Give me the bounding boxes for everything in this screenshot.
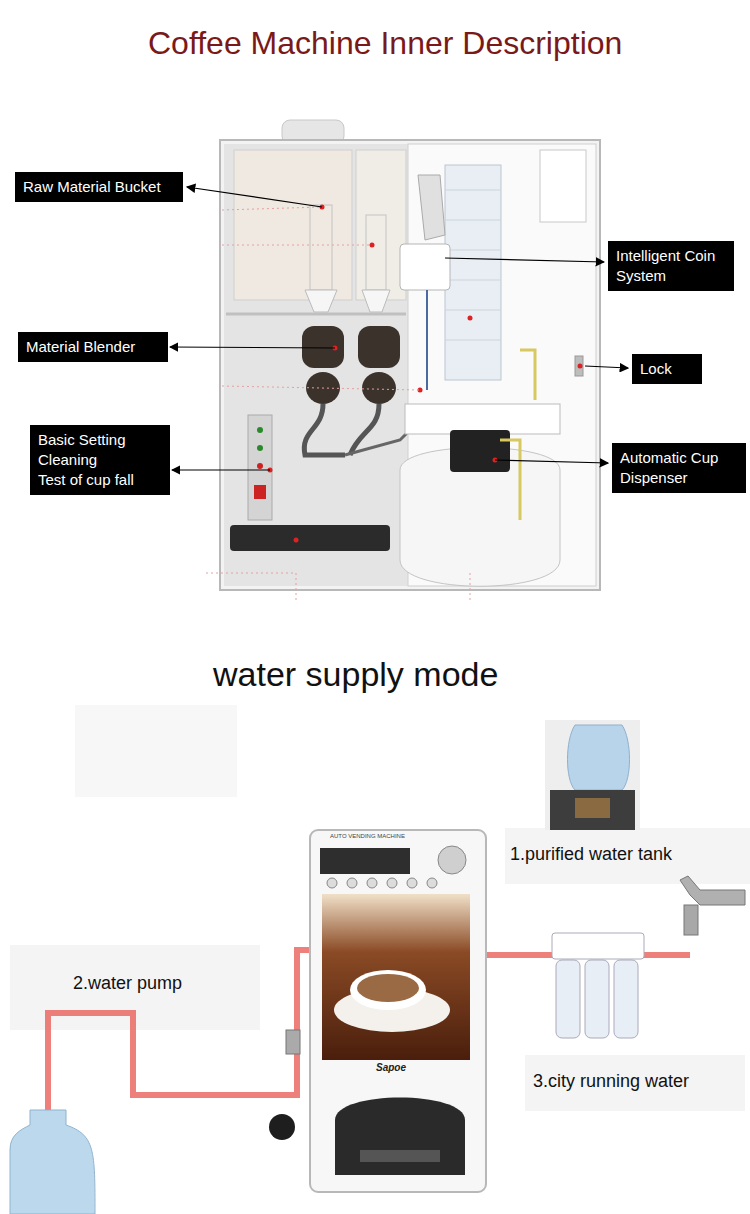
callout-text: Material Blender: [26, 337, 160, 357]
part-label: 3.city running water: [533, 1071, 689, 1092]
callout-text: Raw Material Bucket: [23, 177, 175, 197]
part-label: 1.purified water tank: [510, 844, 672, 865]
part-label: Sapoe: [376, 1062, 406, 1073]
callout-text: Cleaning: [38, 450, 162, 470]
part-label: AUTO VENDING MACHINE: [330, 833, 405, 839]
callout-box: Automatic Cup Dispenser: [612, 443, 746, 493]
callout-box: Raw Material Bucket: [15, 172, 183, 202]
callout-text: Test of cup fall: [38, 470, 162, 490]
callout-box: Intelligent Coin System: [608, 241, 734, 291]
callout-text: Automatic Cup Dispenser: [620, 448, 738, 488]
callout-box: Basic SettingCleaningTest of cup fall: [30, 425, 170, 495]
callout-text: Lock: [640, 359, 694, 379]
part-label: water supply mode: [213, 655, 498, 694]
callout-text: Basic Setting: [38, 430, 162, 450]
part-label: 2.water pump: [73, 973, 182, 994]
callout-box: Material Blender: [18, 332, 168, 362]
title: Coffee Machine Inner Description: [148, 25, 622, 62]
callout-box: Lock: [632, 354, 702, 384]
callout-text: Intelligent Coin System: [616, 246, 726, 286]
